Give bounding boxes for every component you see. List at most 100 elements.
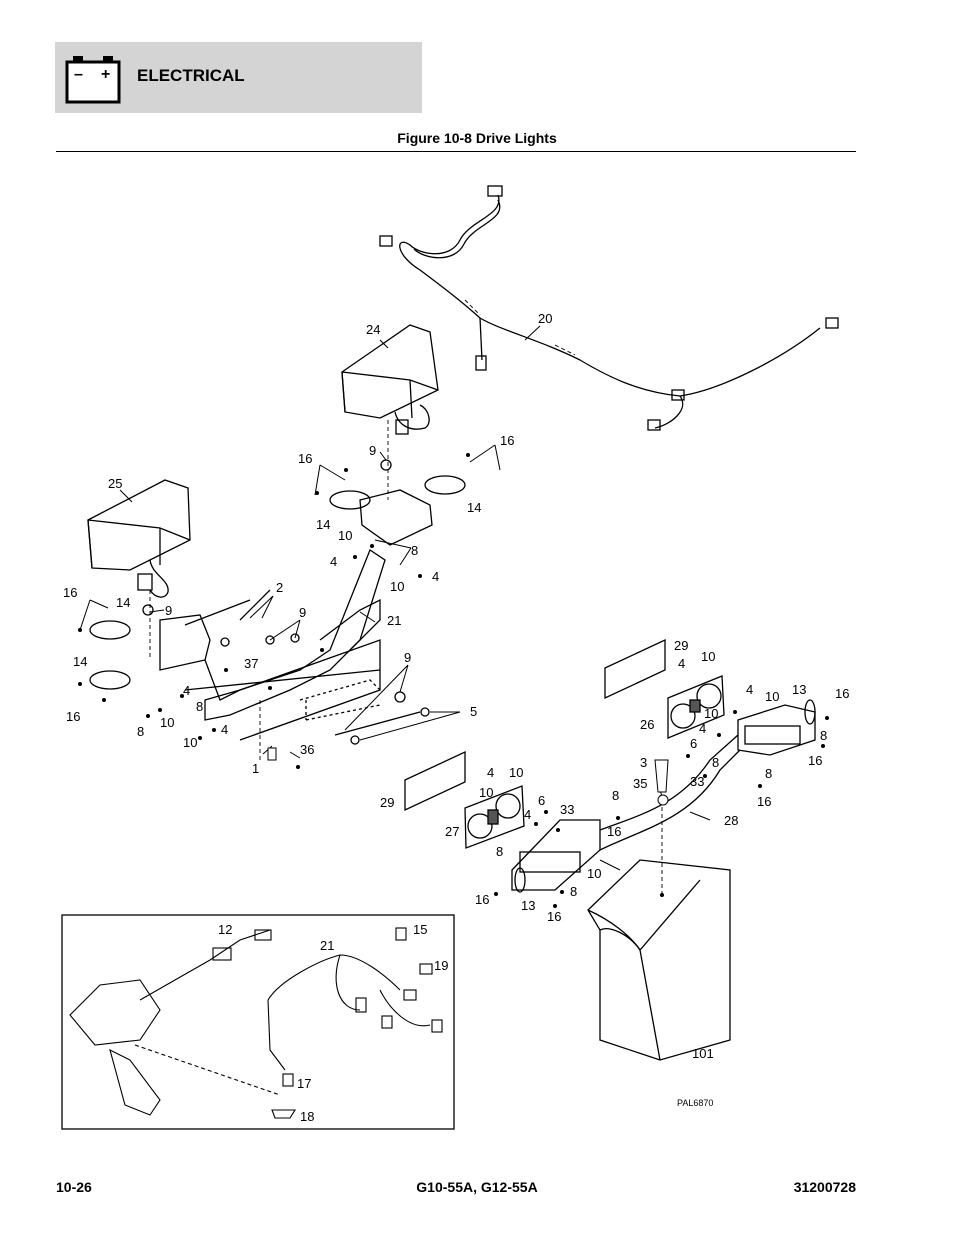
harness-connector [379, 235, 393, 247]
callout: 14 [116, 595, 130, 610]
callout: 14 [73, 654, 87, 669]
callout: 10 [183, 735, 197, 750]
lens-29 [404, 750, 466, 812]
callout: 26 [640, 717, 654, 732]
callout: 29 [674, 638, 688, 653]
callout: 27 [445, 824, 459, 839]
callout: 8 [570, 884, 577, 899]
spacer-14 [424, 475, 466, 495]
callout: 18 [300, 1109, 314, 1124]
callout: 15 [413, 922, 427, 937]
transmission-housing [69, 979, 161, 1046]
battery-icon: – + [65, 56, 121, 104]
callout: 3 [640, 755, 647, 770]
battery-plus-sign: + [101, 66, 110, 83]
relay-19 [419, 963, 433, 975]
callout: 10 [509, 765, 523, 780]
mounting-bracket-21 [159, 489, 433, 741]
callout: 6 [690, 736, 697, 751]
callout: 4 [678, 656, 685, 671]
callout: 10 [390, 579, 404, 594]
harness-connector [647, 419, 661, 431]
bracket-18 [271, 1109, 296, 1119]
callout: 4 [487, 765, 494, 780]
callout: 16 [547, 909, 561, 924]
model-number: G10-55A, G12-55A [416, 1179, 538, 1195]
callout: 10 [765, 689, 779, 704]
callout: 4 [699, 721, 706, 736]
callout: 2 [276, 580, 283, 595]
work-lamp-25 [87, 479, 191, 598]
gasket-13 [514, 867, 526, 893]
spacer-14 [329, 490, 371, 510]
callout: 4 [330, 554, 337, 569]
callout: 35 [633, 776, 647, 791]
callout: 17 [297, 1076, 311, 1091]
page-number: 10-26 [56, 1179, 92, 1195]
spacer-14 [89, 620, 131, 640]
callout: 13 [792, 682, 806, 697]
bolt-3 [654, 759, 669, 793]
callout: 14 [316, 517, 330, 532]
callout: 4 [746, 682, 753, 697]
bolt-5 [334, 711, 421, 736]
harness-connector [475, 355, 487, 371]
callout: 8 [196, 699, 203, 714]
callout: 25 [108, 476, 122, 491]
callout: 6 [538, 793, 545, 808]
lamp-panel-27 [464, 785, 525, 849]
callout: 10 [587, 866, 601, 881]
callout: 16 [66, 709, 80, 724]
callout: 21 [320, 938, 334, 953]
callout: 24 [366, 322, 380, 337]
callout: 8 [137, 724, 144, 739]
figure-title: Figure 10-8 Drive Lights [397, 130, 557, 146]
callout: 4 [183, 683, 190, 698]
gasket-13 [804, 699, 816, 725]
sensor-17 [282, 1073, 294, 1087]
callout: 16 [500, 433, 514, 448]
callout: 16 [475, 892, 489, 907]
callout: 4 [432, 569, 439, 584]
callout: 4 [221, 722, 228, 737]
callout: 16 [757, 794, 771, 809]
callout: 10 [338, 528, 352, 543]
inset-detail: 12 15 21 19 17 18 [61, 914, 455, 1130]
callout: 29 [380, 795, 394, 810]
callout: 4 [524, 807, 531, 822]
figure-code: PAL6870 [677, 1098, 713, 1108]
callout: 9 [369, 443, 376, 458]
callout: 13 [521, 898, 535, 913]
section-header: – + ELECTRICAL [55, 42, 422, 113]
callout: 8 [820, 728, 827, 743]
clip-1 [267, 747, 277, 761]
callout: 28 [724, 813, 738, 828]
harness-connector [671, 389, 685, 401]
callout: 8 [765, 766, 772, 781]
callout: 12 [218, 922, 232, 937]
bolt-2 [184, 589, 271, 626]
callout: 16 [808, 753, 822, 768]
callout: 10 [704, 706, 718, 721]
callout: 8 [496, 844, 503, 859]
callout: 8 [612, 788, 619, 803]
callout: 19 [434, 958, 448, 973]
callout: 16 [835, 686, 849, 701]
callout: 37 [244, 656, 258, 671]
callout: 36 [300, 742, 314, 757]
callout: 101 [692, 1046, 714, 1061]
light-bar-assembly-28 [511, 699, 816, 893]
callout: 16 [607, 824, 621, 839]
callout: 9 [299, 605, 306, 620]
harness-connector [487, 185, 503, 197]
callout: 5 [470, 704, 477, 719]
document-number: 31200728 [793, 1179, 856, 1195]
callout: 14 [467, 500, 481, 515]
section-title: ELECTRICAL [137, 66, 245, 85]
callout: 9 [404, 650, 411, 665]
callout: 20 [538, 311, 552, 326]
callout: 10 [701, 649, 715, 664]
callout: 1 [252, 761, 259, 776]
lens-29 [604, 638, 666, 700]
callout: 9 [165, 603, 172, 618]
